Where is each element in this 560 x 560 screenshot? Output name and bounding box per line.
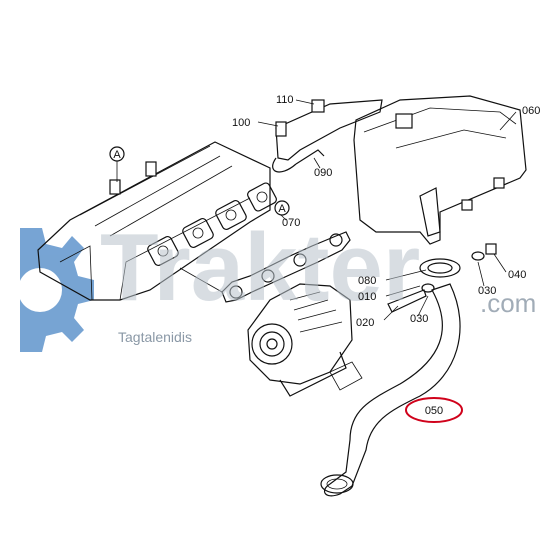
label-050: 050 bbox=[425, 405, 443, 417]
exhaust-pipe bbox=[320, 283, 461, 497]
svg-text:A: A bbox=[278, 203, 286, 215]
label-070: 070 bbox=[282, 217, 300, 229]
exhaust-gasket bbox=[221, 231, 351, 303]
watermark-domain: .com bbox=[480, 288, 536, 318]
label-040: 040 bbox=[508, 269, 526, 281]
engine-head bbox=[37, 141, 277, 301]
stud bbox=[179, 267, 223, 293]
label-010: 010 bbox=[358, 291, 376, 303]
label-030-lower: 030 bbox=[410, 313, 428, 325]
air-cleaner bbox=[353, 95, 527, 245]
watermark-subtitle: Tagtalenidis bbox=[118, 329, 192, 345]
callout-marker-bracket: A bbox=[274, 200, 290, 216]
bracket bbox=[272, 99, 383, 173]
label-030-upper: 030 bbox=[478, 285, 496, 297]
label-050-highlight: 050 bbox=[405, 397, 463, 423]
callout-marker-left: A bbox=[109, 146, 125, 162]
svg-text:A: A bbox=[113, 149, 121, 161]
label-090: 090 bbox=[314, 167, 332, 179]
label-080: 080 bbox=[358, 275, 376, 287]
watermark-gear-icon bbox=[18, 228, 94, 352]
label-020: 020 bbox=[356, 317, 374, 329]
label-060: 060 bbox=[522, 105, 540, 117]
label-110: 110 bbox=[276, 94, 294, 106]
pipe-clamp bbox=[387, 243, 497, 313]
alternator bbox=[247, 283, 353, 397]
watermark-brand: Trakter bbox=[100, 214, 420, 321]
label-100: 100 bbox=[232, 117, 250, 129]
leader-lines bbox=[257, 99, 517, 321]
